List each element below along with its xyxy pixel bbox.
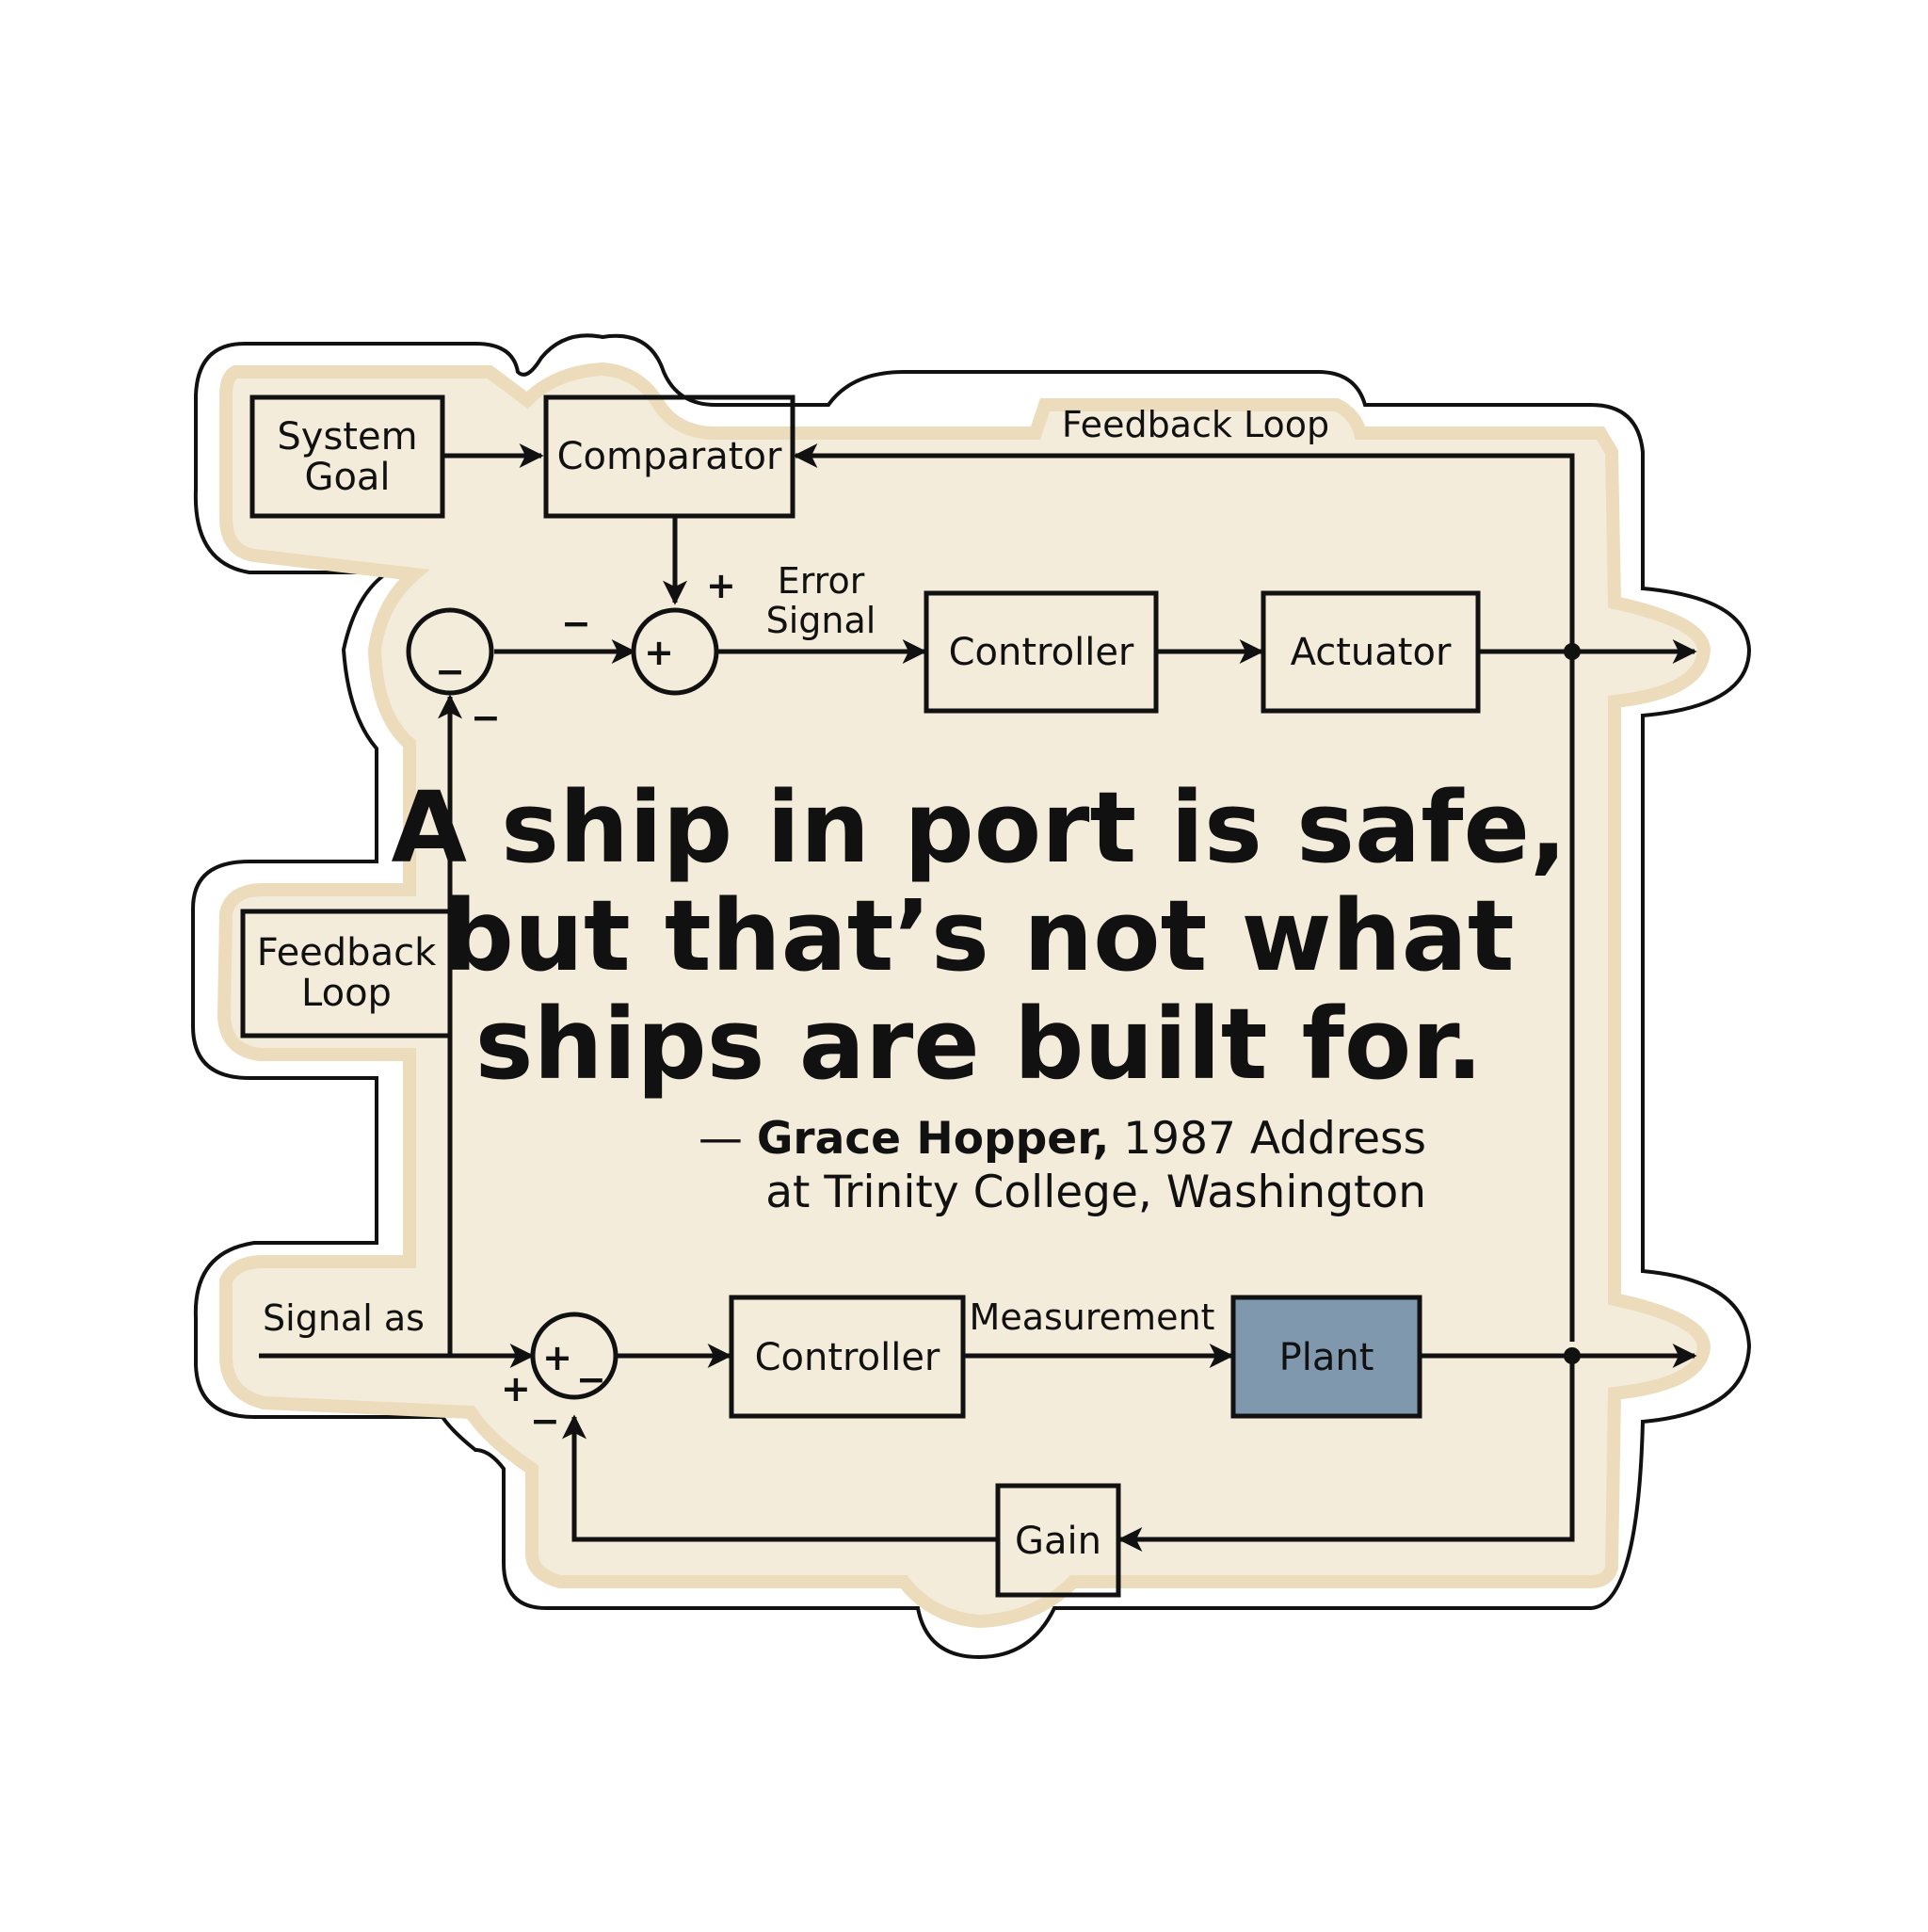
quote: A ship in port is safe, but that’s not w…	[391, 770, 1566, 1218]
plant-label: Plant	[1279, 1336, 1374, 1379]
sign-minus-left-summer: −	[471, 697, 501, 738]
attribution-dash: —	[699, 1113, 757, 1165]
quote-line-2: but that’s not what	[443, 878, 1514, 993]
block-feedback-left: Feedback Loop	[240, 909, 453, 1038]
label-measurement: Measurement	[970, 1296, 1215, 1338]
block-plant: Plant	[1230, 1295, 1422, 1419]
sign-plus-comparator: +	[706, 565, 736, 606]
junction-top	[1564, 643, 1581, 660]
attribution-event: 1987 Address	[1109, 1113, 1426, 1165]
block-system-goal: System Goal	[249, 394, 445, 519]
summer-left: −	[406, 607, 494, 696]
controller-top-label: Controller	[949, 631, 1134, 674]
block-comparator: Comparator	[543, 394, 795, 519]
label-error-signal-2: Signal	[766, 600, 876, 641]
summer-bottom: + −	[530, 1312, 619, 1400]
sign-minus-bottom-summer: −	[530, 1400, 560, 1441]
actuator-label: Actuator	[1291, 631, 1452, 674]
quote-attribution-line-2: at Trinity College, Washington	[765, 1167, 1426, 1218]
gain-label: Gain	[1015, 1520, 1101, 1563]
summer-bottom-sign-plus: +	[542, 1337, 572, 1378]
quote-line-3: ships are built for.	[475, 987, 1484, 1102]
attribution-author: Grace Hopper,	[757, 1113, 1110, 1165]
label-error-signal-1: Error	[778, 560, 865, 602]
wire-gain-return	[1117, 1356, 1575, 1552]
controller-bottom-label: Controller	[755, 1336, 940, 1379]
feedback-left-label-2: Loop	[301, 972, 392, 1015]
summer-bottom-sign-minus: −	[576, 1359, 606, 1400]
feedback-left-label-1: Feedback	[257, 931, 437, 974]
label-signal-as: Signal as	[263, 1297, 425, 1339]
block-gain: Gain	[995, 1483, 1121, 1598]
label-feedback-loop-top: Feedback Loop	[1062, 404, 1329, 445]
block-controller-bottom: Controller	[729, 1295, 966, 1419]
wire-gain-to-summer	[562, 1414, 998, 1542]
sign-plus-bottom-summer: +	[501, 1368, 531, 1409]
summer-top-sign: +	[644, 632, 674, 673]
summer-top: +	[631, 607, 719, 696]
system-goal-label-1: System	[277, 415, 417, 459]
sign-minus-top-wire: −	[561, 603, 591, 644]
junction-bottom	[1564, 1347, 1581, 1364]
block-actuator: Actuator	[1261, 590, 1481, 714]
quote-attribution-line-1: — Grace Hopper, 1987 Address	[699, 1113, 1426, 1165]
system-goal-label-2: Goal	[304, 456, 390, 499]
block-controller-top: Controller	[924, 590, 1159, 714]
summer-left-sign: −	[435, 651, 465, 692]
wire-feedback-top	[793, 443, 1575, 1342]
quote-line-1: A ship in port is safe,	[391, 770, 1566, 885]
comparator-label: Comparator	[557, 435, 782, 478]
